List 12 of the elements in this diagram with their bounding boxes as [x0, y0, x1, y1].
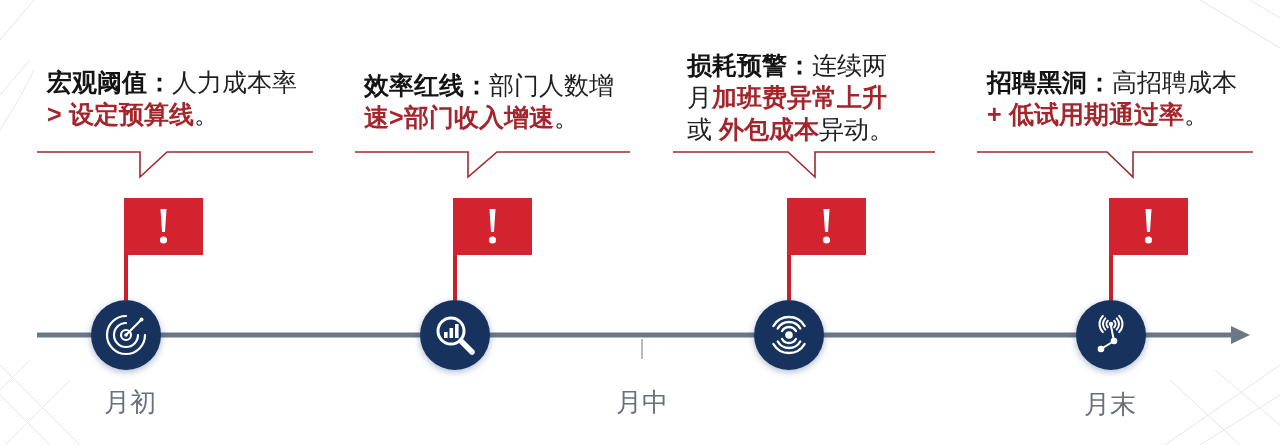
timeline-label: 月末: [1084, 389, 1136, 419]
milestone-circle: [754, 300, 824, 370]
callout-text: 效率红线：部门人数增速>部门收入增速。: [364, 70, 615, 133]
milestone-circle: [420, 300, 490, 370]
milestone-circle: [1076, 300, 1146, 370]
callout-text: 损耗预警：连续两月加班费异常上升或 外包成本异动。: [687, 50, 895, 145]
timeline-label: 月中: [616, 387, 668, 417]
speech-callout: [355, 69, 630, 178]
callout-text: 招聘黑洞：高招聘成本+ 低试用期通过率。: [987, 67, 1238, 130]
milestone-circle: [91, 300, 161, 370]
speech-callout: [37, 66, 313, 178]
callout-text: 宏观阈值：人力成本率> 设定预算线。: [47, 67, 298, 130]
